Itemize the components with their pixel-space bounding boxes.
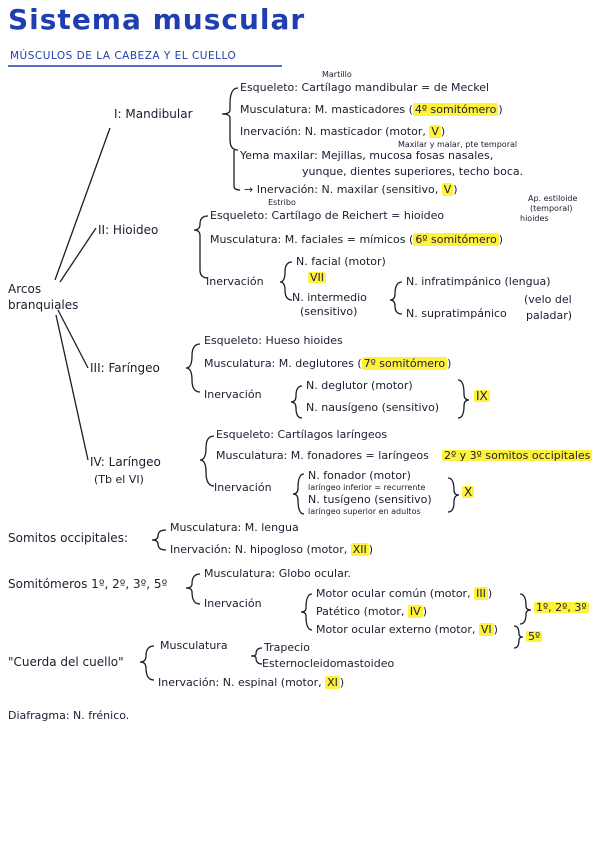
brace-cuerda: [139, 645, 155, 681]
somitos-occipitales-label: Somitos occipitales:: [8, 531, 128, 545]
highlight-nerve-VI: VI: [478, 623, 494, 636]
brace-cuerda-musc: [250, 647, 263, 665]
highlight-somitomero-5: 5º: [526, 630, 543, 643]
branch-line-III: [57, 309, 89, 369]
somitomeros-musculatura: Musculatura: Globo ocular.: [204, 567, 351, 580]
brace-III-inerv: [290, 385, 303, 419]
somitos-inervacion: Inervación: N. hipogloso (motor, XII): [170, 543, 374, 556]
cuerda-cuello-label: "Cuerda del cuello": [8, 655, 124, 669]
brace-IV-inerv: [292, 473, 305, 515]
velo-line1: (velo del: [524, 293, 572, 306]
patetico: Patético (motor, IV): [316, 605, 427, 618]
branch-line-II: [59, 227, 97, 283]
arcos-label-line1: Arcos: [8, 282, 42, 296]
branch-line-I: [54, 127, 111, 281]
brace-II-intermedio: [389, 281, 403, 315]
nervio-fonador: N. fonador (motor): [308, 469, 411, 482]
brace-II: [193, 215, 209, 279]
brace-somitomeros: [185, 573, 201, 605]
page-title: Sistema muscular: [8, 3, 306, 36]
diafragma: Diafragma: N. frénico.: [8, 709, 130, 722]
highlight-nerve-IX: IX: [474, 389, 490, 403]
arco-I-inervacion: Inervación: N. masticador (motor, V): [240, 125, 446, 138]
arco-III-esqueleto: Esqueleto: Hueso hioides: [204, 334, 343, 347]
brace-II-inerv: [279, 261, 293, 301]
cuerda-trapecio: Trapecio: [264, 641, 310, 654]
annot-maxilar: Maxilar y malar, pte temporal: [398, 140, 518, 149]
arco-III-musculatura: Musculatura: M. deglutores (7º somitómer…: [204, 357, 452, 370]
arco-II-musculatura: Musculatura: M. faciales = mímicos (6º s…: [210, 233, 504, 246]
yema-maxilar-inervacion: → Inervación: N. maxilar (sensitivo, V): [244, 183, 458, 196]
nervio-intermedio-sensitivo: (sensitivo): [300, 305, 358, 318]
highlight-somitos-occipitales: 2º y 3º somitos occipitales: [442, 449, 593, 462]
arco-I-label: I: Mandibular: [114, 107, 193, 121]
motor-ocular-comun: Motor ocular común (motor, III): [316, 587, 493, 600]
brace-somitomeros-inerv: [300, 593, 313, 631]
brace-somitomeros-right: [519, 593, 532, 625]
yema-maxilar-line1: Yema maxilar: Mejillas, mucosa fosas nas…: [240, 149, 494, 162]
highlight-nerve-XI: XI: [325, 676, 340, 689]
annot-ap-estiloide: Ap. estiloide: [528, 194, 578, 203]
annot-estribo: Estribo: [268, 198, 296, 207]
brace-IV: [199, 435, 215, 487]
brace-III: [185, 343, 201, 393]
brace-I: [221, 87, 239, 151]
nervio-nausigeno: N. nausígeno (sensitivo): [306, 401, 440, 414]
arco-IV-esqueleto: Esqueleto: Cartílagos laríngeos: [216, 428, 388, 441]
brace-III-right: [457, 379, 470, 419]
annot-hioides: hioides: [520, 214, 549, 223]
somitomeros-label: Somitómeros 1º, 2º, 3º, 5º: [8, 577, 168, 591]
nervio-tusigeno-nota: laríngeo superior en adultos: [308, 507, 421, 516]
highlight-nerve-V: V: [429, 125, 441, 138]
arco-IV-label: IV: Laríngeo: [90, 455, 161, 469]
nervio-deglutor: N. deglutor (motor): [306, 379, 413, 392]
arco-IV-sublabel: (Tb el VI): [94, 473, 144, 486]
nervio-intermedio: N. intermedio: [292, 291, 367, 304]
arco-I-esqueleto: Esqueleto: Cartílago mandibular = de Mec…: [240, 81, 490, 94]
arcos-label-line2: branquiales: [8, 298, 79, 312]
arco-II-esqueleto: Esqueleto: Cartílago de Reichert = hioid…: [210, 209, 445, 222]
motor-ocular-externo: Motor ocular externo (motor, VI): [316, 623, 498, 636]
cuerda-inervacion: Inervación: N. espinal (motor, XI): [158, 676, 345, 689]
yema-maxilar-line2: yunque, dientes superiores, techo boca.: [302, 165, 524, 178]
highlight-nerve-III: III: [474, 587, 488, 600]
somitomeros-inervacion: Inervación: [204, 597, 262, 610]
highlight-somitomero-6: 6º somitómero: [413, 233, 499, 246]
annot-temporal: (temporal): [530, 204, 573, 213]
branch-line-IV: [55, 314, 89, 461]
nervio-supratimpanico: N. supratimpánico: [406, 307, 507, 320]
highlight-nerve-IV: IV: [407, 605, 423, 618]
brace-IV-right: [447, 477, 460, 513]
brace-somitos: [151, 529, 167, 551]
arco-III-label: III: Faríngeo: [90, 361, 160, 375]
arco-III-inervacion: Inervación: [204, 388, 262, 401]
highlight-nerve-V-2: V: [441, 183, 454, 196]
highlight-somitomeros-123: 1º, 2º, 3º: [534, 601, 589, 614]
arco-I-musculatura: Musculatura: M. masticadores (4º somitóm…: [240, 103, 503, 116]
nervio-fonador-nota: laríngeo inferior = recurrente: [308, 483, 426, 492]
brace-somitomeros-5: [513, 625, 524, 649]
page-subtitle: MÚSCULOS DE LA CABEZA Y EL CUELLO: [10, 50, 237, 62]
highlight-somitomero-7: 7º somitómero: [361, 357, 448, 370]
nervio-facial: N. facial (motor): [296, 255, 386, 268]
brace-I-yema: [233, 150, 241, 191]
annot-martillo: Martillo: [322, 70, 352, 79]
highlight-nerve-XII: XII: [350, 543, 369, 556]
highlight-nerve-X: X: [462, 485, 475, 499]
arco-IV-inervacion: Inervación: [214, 481, 272, 494]
highlight-somitomero-4: 4º somitómero: [412, 103, 499, 116]
velo-line2: paladar): [526, 309, 573, 322]
nervio-tusigeno: N. tusígeno (sensitivo): [308, 493, 432, 506]
cuerda-musculatura: Musculatura: [160, 639, 228, 652]
arco-II-label: II: Hioideo: [98, 223, 159, 237]
cuerda-esternocleidomastoideo: Esternocleidomastoideo: [262, 657, 395, 670]
somitos-musculatura: Musculatura: M. lengua: [170, 521, 299, 534]
highlight-nerve-VII: VII: [308, 271, 327, 284]
arco-IV-musculatura: Musculatura: M. fonadores = laríngeos: [216, 449, 429, 462]
arco-II-inervacion: Inervación: [206, 275, 264, 288]
nervio-infratimpanico: N. infratimpánico (lengua): [406, 275, 551, 288]
